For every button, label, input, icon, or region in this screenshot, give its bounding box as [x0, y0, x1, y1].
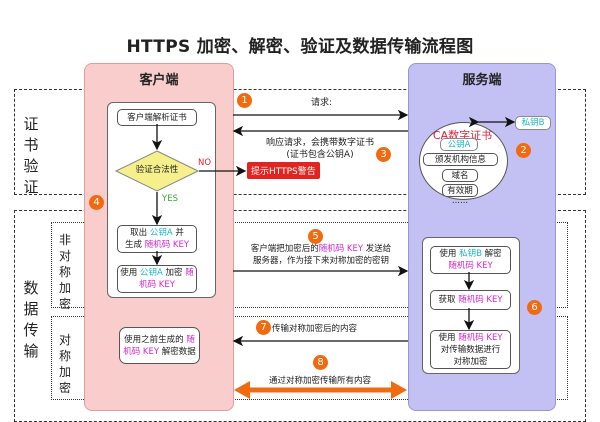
- privkey-b-text: 私钥B: [459, 249, 482, 259]
- section-label-text: 对称加密: [58, 333, 71, 395]
- random-key-text: 随机码 KEY: [318, 244, 364, 254]
- step-badge-2: 2: [516, 143, 531, 158]
- text: 使用: [439, 249, 457, 259]
- section-data-transfer-label: 数据传输: [22, 278, 40, 362]
- text: 使用: [438, 332, 456, 343]
- section-asymmetric-label: 非对称加密: [58, 232, 72, 312]
- text: 并: [175, 228, 184, 238]
- step-badge-8: 8: [313, 355, 328, 370]
- section-label-text: 数据传输: [23, 279, 39, 360]
- server-lane-title: 服务端: [462, 73, 502, 88]
- random-key-text: 随机码 KEY: [448, 261, 493, 271]
- arrow-symmetric-transfer: [234, 381, 407, 399]
- text: 使用之前生成的: [124, 334, 184, 345]
- domain-text: 域名: [451, 170, 469, 181]
- section-cert-verify-label: 证书验证: [22, 114, 40, 198]
- more-fields: ......: [451, 196, 469, 206]
- step-badge-3: 3: [376, 147, 391, 162]
- validity-box: 有效期: [442, 184, 478, 197]
- text: 发送给: [365, 244, 392, 254]
- validity-text: 有效期: [447, 185, 473, 196]
- verify-text: 验证合法性: [135, 165, 179, 175]
- https-warning-box: 提示HTTPS警告: [247, 162, 320, 179]
- text: 服务器，作为接下来对称加密的密钥: [252, 256, 389, 266]
- no-label: NO: [198, 158, 212, 168]
- text: 获取: [438, 295, 456, 305]
- msg-response-line1: 响应请求，会携带数字证书: [265, 138, 374, 148]
- issuer-box: 颁发机构信息: [423, 153, 498, 166]
- encrypt-key-box: 使用 公钥A 加密 随机码 KEY: [117, 265, 197, 293]
- section-cert-verify: [14, 89, 586, 195]
- msg-send-key: 客户端把加密后的随机码 KEY 发送给 服务器，作为接下来对称加密的密钥: [236, 243, 406, 267]
- step-badge-1: 1: [237, 93, 252, 108]
- domain-box: 域名: [442, 169, 478, 182]
- privkey-b-text: 私钥B: [521, 118, 545, 128]
- msg-request: 请求:: [311, 98, 333, 108]
- random-key-text: 随机码 KEY: [458, 332, 503, 343]
- step-badge-5: 5: [308, 229, 323, 244]
- connectors-layer: [151, 109, 516, 399]
- section-asymmetric: [51, 222, 568, 308]
- msg-response: 响应请求，会携带数字证书 (证书包含公钥A): [245, 137, 395, 161]
- section-symmetric-label: 对称加密: [58, 332, 72, 396]
- text: 对称加密: [453, 356, 488, 367]
- pubkey-a-text: 公钥A: [139, 268, 163, 278]
- sym-encrypt-box: 使用 随机码 KEY 对传输数据进行 对称加密: [430, 330, 511, 369]
- text: 解密: [484, 249, 502, 259]
- text: 生成: [124, 240, 142, 250]
- parse-cert-text: 客户端解析证书: [127, 112, 187, 123]
- section-symmetric: [51, 316, 568, 400]
- client-lane-title: 客户端: [139, 73, 179, 88]
- pubkey-a-box: 公钥A: [440, 138, 478, 151]
- text: 对传输数据进行: [440, 344, 501, 355]
- section-label-text: 非对称加密: [58, 233, 71, 311]
- msg-transfer-encrypted: 传输对称加密后的内容: [272, 324, 358, 334]
- random-key-text: 随机码 KEY: [139, 268, 194, 290]
- random-key-text: 随机码 KEY: [458, 295, 503, 305]
- text: 客户端把加密后的: [250, 244, 319, 254]
- issuer-text: 颁发机构信息: [434, 154, 486, 165]
- msg-transfer-all: 通过对称加密传输所有内容: [268, 376, 371, 386]
- text: 加密: [165, 268, 183, 278]
- get-key-box: 获取 随机码 KEY: [430, 290, 511, 310]
- random-key-text: 随机码 KEY: [144, 240, 190, 250]
- step-badge-7: 7: [256, 320, 271, 335]
- msg-response-line2: (证书包含公钥A): [286, 150, 354, 160]
- take-pubkey-box: 取出 公钥A 并 生成 随机码 KEY: [117, 225, 197, 253]
- text: 取出: [130, 228, 148, 238]
- random-key-text: 随机码 KEY: [123, 334, 195, 357]
- yes-label: YES: [162, 194, 178, 204]
- pubkey-a-text: 公钥A: [149, 228, 173, 238]
- section-label-text: 证书验证: [23, 115, 39, 196]
- step-badge-4: 4: [89, 195, 104, 210]
- text: 使用: [120, 268, 138, 278]
- https-warning-text: 提示HTTPS警告: [251, 167, 316, 177]
- decrypt-data-box: 使用之前生成的 随机码 KEY 解密数据: [119, 327, 200, 364]
- verify-diamond: [115, 150, 199, 192]
- privkey-b-box: 私钥B: [515, 116, 551, 130]
- page-title: HTTPS 加密、解密、验证及数据传输流程图: [126, 37, 474, 57]
- decrypt-key-box: 使用 私钥B 解密 随机码 KEY: [430, 246, 511, 274]
- step-badge-6: 6: [527, 300, 542, 315]
- pubkey-a-text: 公钥A: [447, 139, 471, 150]
- text: 解密数据: [161, 346, 196, 357]
